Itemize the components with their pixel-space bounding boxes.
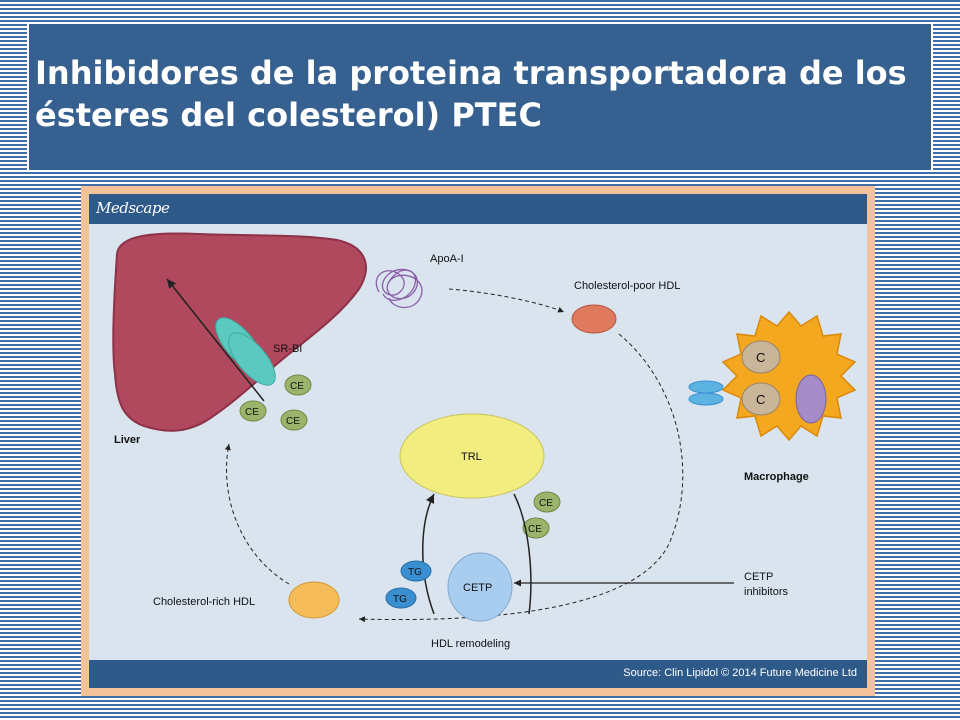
macrophage-cell (721, 310, 857, 442)
tg-1-shape (400, 560, 432, 582)
chol-rich-hdl-label: Cholesterol-rich HDL (153, 596, 255, 608)
macrophage-nucleus (795, 374, 827, 424)
figure-footer: Source: Clin Lipidol © 2014 Future Medic… (89, 660, 867, 688)
tg-2-shape (385, 587, 417, 609)
liver-uptake-arrow (166, 278, 265, 402)
macrophage-c2-shape (741, 382, 781, 416)
srbi-label: SR-BI (273, 343, 302, 355)
cetp-inhibitors-label-line1: CETP (744, 571, 773, 583)
macrophage-c1-shape (741, 340, 781, 374)
chol-poor-hdl-label: Cholesterol-poor HDL (574, 280, 680, 292)
ce-trl-1-shape (533, 491, 561, 513)
cetp-inhibitors-label-line2: inhibitors (744, 586, 789, 598)
figure-header: Medscape (89, 194, 867, 224)
macrophage-transporter-1 (688, 380, 724, 394)
slide-title-bar: Inhibidores de la proteina transportador… (27, 22, 933, 172)
figure-frame: Medscape Liver SR-BI CE CE CE (81, 186, 875, 696)
cetp-arrow-tg-to-trl (422, 493, 435, 615)
ce-liver-3-shape (280, 409, 308, 431)
macrophage-transporter-2 (688, 392, 724, 406)
ce-liver-1-shape (284, 374, 312, 396)
apoa1-label: ApoA-I (430, 253, 464, 265)
ce-trl-1-label: CE (539, 498, 553, 509)
macrophage-label: Macrophage (744, 471, 809, 483)
ce-liver-2-label: CE (245, 407, 259, 418)
ce-liver-3-label: CE (286, 416, 300, 427)
figure-panel: Medscape Liver SR-BI CE CE CE (89, 194, 867, 688)
cetp-label: CETP (463, 582, 492, 594)
tg-1-label: TG (408, 567, 422, 578)
ce-trl-2-label: CE (528, 524, 542, 535)
dashed-path-rich-hdl-to-liver (224, 443, 290, 585)
trl-label: TRL (461, 451, 482, 463)
hdl-remodeling-label: HDL remodeling (431, 638, 510, 650)
macrophage-c1-label: C (756, 350, 765, 365)
macrophage-c2-label: C (756, 392, 765, 407)
chol-rich-hdl-particle (288, 581, 340, 619)
chol-poor-hdl-particle (571, 304, 617, 334)
dashed-path-apoa1-to-hdl (448, 288, 565, 313)
medscape-logo: Medscape (96, 199, 170, 217)
hdl-cetp-diagram: Liver SR-BI CE CE CE ApoA-I Cholesterol-… (112, 232, 857, 650)
slide-title: Inhibidores de la proteina transportador… (35, 54, 907, 134)
srbi-receptor-2 (228, 332, 276, 386)
tg-2-label: TG (393, 594, 407, 605)
ce-trl-2-shape (522, 517, 550, 539)
figure-source: Source: Clin Lipidol © 2014 Future Medic… (623, 667, 857, 679)
cetp-protein (447, 552, 513, 622)
ce-liver-1-label: CE (290, 381, 304, 392)
cetp-arrow-ce-to-hdl (513, 493, 532, 615)
dashed-path-hdl-to-remodeling (358, 333, 684, 623)
apoa1-protein (375, 268, 423, 309)
ce-liver-2-shape (239, 400, 267, 422)
liver-label: Liver (114, 434, 141, 446)
trl-particle (399, 413, 545, 499)
